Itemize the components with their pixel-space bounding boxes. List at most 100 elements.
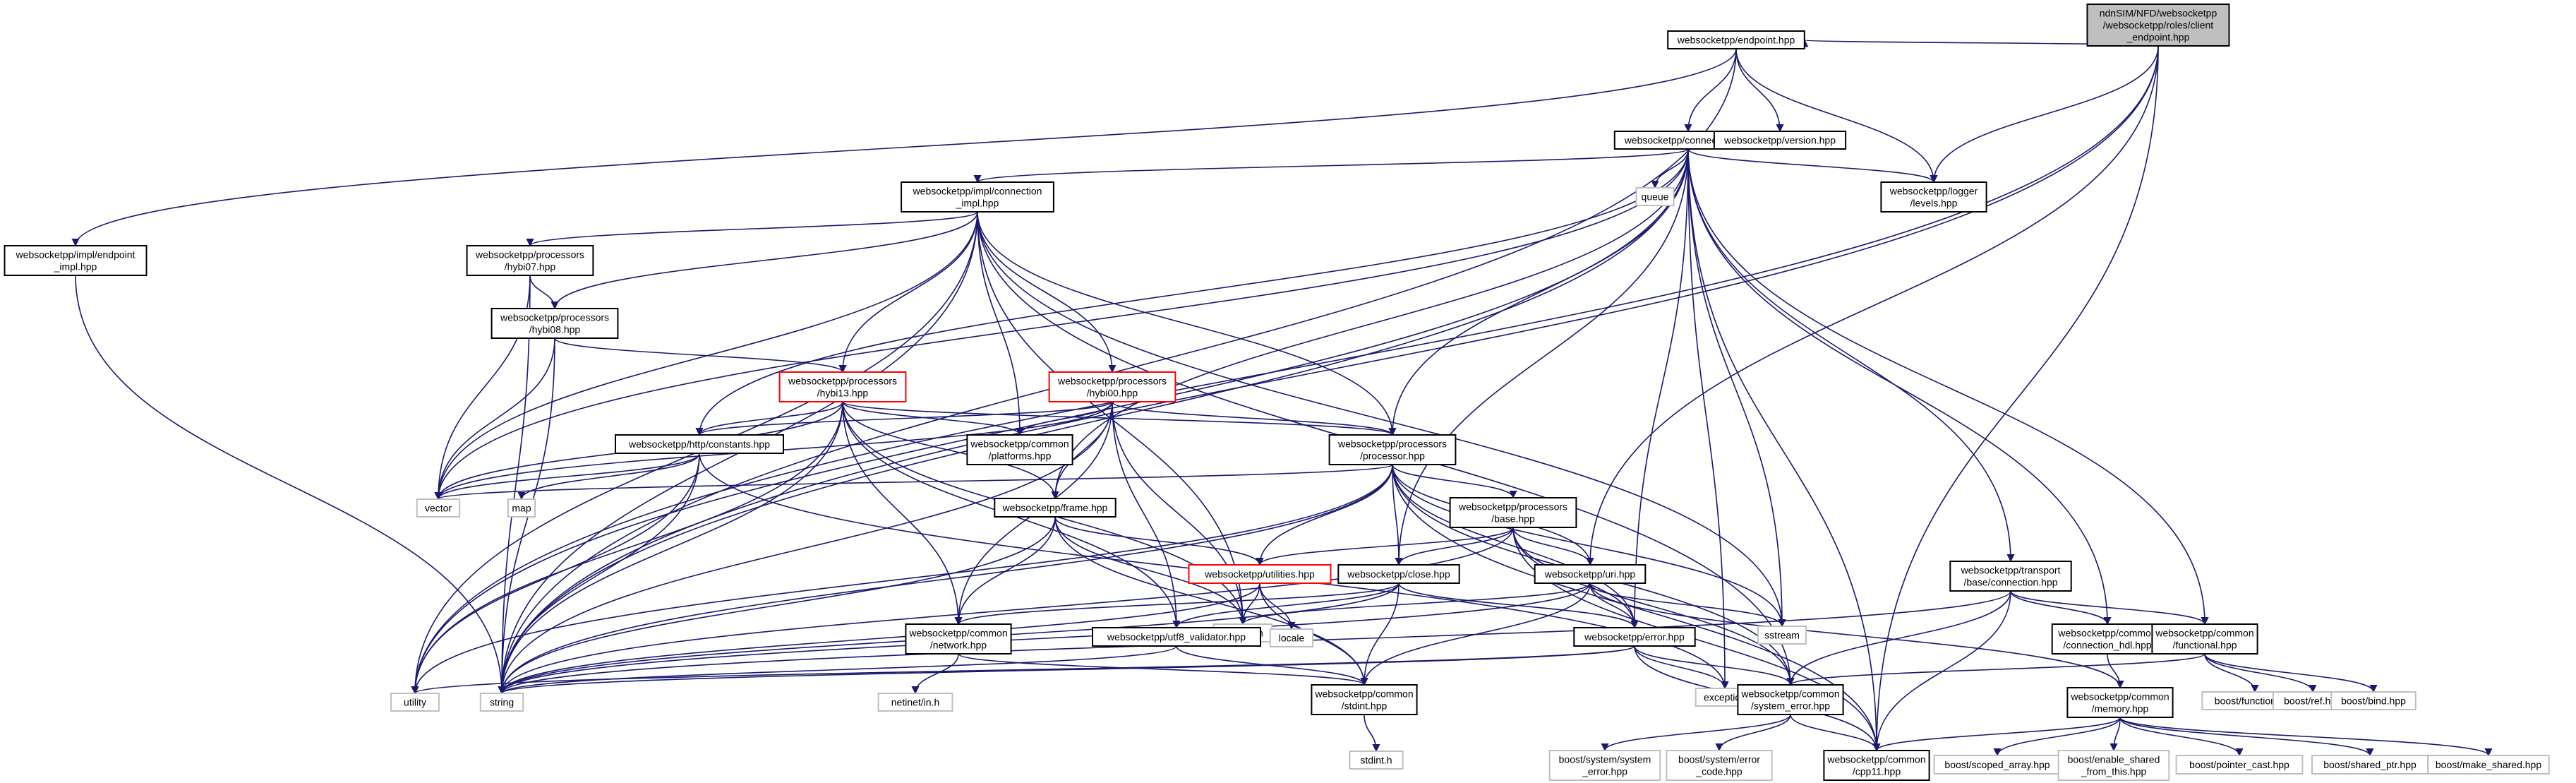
node-label: /processor.hpp <box>1360 450 1425 462</box>
graph-node-map: map <box>507 498 536 518</box>
edge-processor-to-utility <box>411 464 1393 695</box>
node-label: /platforms.hpp <box>989 450 1052 462</box>
edge-hybi07-to-string <box>498 275 531 695</box>
edge-root-to-utility <box>411 45 2159 695</box>
node-label: /hybi07.hpp <box>505 261 556 273</box>
node-layer: ndnSIM/NFD/websocketpp/websocketpp/roles… <box>4 4 2550 781</box>
graph-node-memory[interactable]: websocketpp/common/memory.hpp <box>2066 687 2174 718</box>
graph-node-base[interactable]: websocketpp/processors/base.hpp <box>1449 497 1577 528</box>
node-box <box>2057 750 2170 781</box>
node-label: stdint.h <box>1360 755 1392 766</box>
graph-node-hybi00[interactable]: websocketpp/processors/hybi00.hpp <box>1048 371 1176 402</box>
graph-node-stdint-h: stdint.h <box>1349 751 1404 770</box>
node-label: websocketpp/frame.hpp <box>1002 502 1108 513</box>
edge-error-to-exception <box>1634 645 1729 690</box>
edge-base-to-string <box>498 527 1514 695</box>
node-box <box>2175 755 2304 775</box>
node-label: websocketpp/impl/connection <box>913 186 1042 197</box>
node-box <box>1713 131 1847 150</box>
node-box <box>4 245 148 276</box>
node-label: boost/bind.hpp <box>2341 695 2406 707</box>
node-box <box>615 434 784 454</box>
edge-connection-to-exception <box>1687 148 1729 690</box>
graph-node-queue: queue <box>1635 187 1675 206</box>
node-label: exception <box>1704 692 1746 703</box>
edge-connection-to-close <box>1395 148 1689 566</box>
graph-node-utility: utility <box>390 693 440 712</box>
node-label: utility <box>404 697 426 708</box>
node-label: websocketpp/common <box>1314 688 1413 700</box>
node-box <box>994 498 1117 518</box>
edge-system_error-to-cpp11 <box>1790 714 1881 752</box>
node-label: /hybi13.hpp <box>817 388 869 399</box>
node-box <box>1449 497 1577 528</box>
node-box <box>1188 564 1332 584</box>
graph-node-uri[interactable]: websocketpp/uri.hpp <box>1534 564 1647 584</box>
graph-node-utf8[interactable]: websocketpp/utf8_validator.hpp <box>1092 627 1261 647</box>
node-label: websocketpp/transport <box>1961 565 2061 576</box>
graph-node-root[interactable]: ndnSIM/NFD/websocketpp/websocketpp/roles… <box>2086 4 2230 47</box>
graph-node-stdint[interactable]: websocketpp/common/stdint.hpp <box>1311 684 1418 715</box>
node-label: boost/enable_shared <box>2068 754 2160 765</box>
edge-hybi13-to-frame <box>842 401 1059 500</box>
edge-endpoint-to-connection <box>1684 48 1737 133</box>
graph-node-connection-impl[interactable]: websocketpp/impl/connection_impl.hpp <box>901 181 1054 213</box>
edge-frame-to-algorithm <box>1054 516 1247 626</box>
graph-node-levels[interactable]: websocketpp/logger/levels.hpp <box>1880 181 1987 213</box>
graph-node-cpp11[interactable]: websocketpp/common/cpp11.hpp <box>1823 750 1930 781</box>
node-label: ndnSIM/NFD/websocketpp <box>2100 8 2217 19</box>
edge-connection-to-error <box>1630 148 1689 629</box>
graph-node-network[interactable]: websocketpp/common/network.hpp <box>905 623 1012 655</box>
graph-node-utilities[interactable]: websocketpp/utilities.hpp <box>1188 564 1332 584</box>
node-box <box>1823 750 1930 781</box>
graph-node-conn-hdl[interactable]: websocketpp/common/connection_hdl.hpp <box>2051 623 2164 655</box>
graph-node-hybi08[interactable]: websocketpp/processors/hybi08.hpp <box>490 308 619 339</box>
graph-node-hybi13[interactable]: websocketpp/processors/hybi13.hpp <box>778 371 907 402</box>
edge-close-to-network <box>954 582 1400 626</box>
node-label: /hybi00.hpp <box>1087 388 1138 399</box>
graph-node-version[interactable]: websocketpp/version.hpp <box>1713 131 1847 150</box>
edge-close-to-stdint <box>1360 582 1400 686</box>
graph-node-endpoint-impl[interactable]: websocketpp/impl/endpoint_impl.hpp <box>4 245 148 276</box>
graph-node-frame[interactable]: websocketpp/frame.hpp <box>994 498 1117 518</box>
node-box <box>2086 4 2230 47</box>
graph-node-error[interactable]: websocketpp/error.hpp <box>1573 627 1696 647</box>
graph-node-b-esft: boost/enable_shared_from_this.hpp <box>2057 750 2170 781</box>
graph-node-functional[interactable]: websocketpp/common/functional.hpp <box>2151 623 2258 655</box>
graph-node-constants[interactable]: websocketpp/http/constants.hpp <box>615 434 784 454</box>
edge-functional-to-b_ref <box>2204 653 2317 693</box>
edge-connection-to-functional <box>1687 148 2209 626</box>
edge-network-to-netinet <box>911 653 959 695</box>
graph-node-hybi07[interactable]: websocketpp/processors/hybi07.hpp <box>466 245 594 276</box>
node-label: websocketpp/logger <box>1889 186 1978 197</box>
node-box <box>466 245 594 276</box>
node-box <box>966 434 1073 465</box>
node-label: boost/pointer_cast.hpp <box>2189 759 2289 770</box>
node-label: websocketpp/version.hpp <box>1723 135 1836 146</box>
node-box <box>507 498 536 518</box>
node-label: websocketpp/processors <box>1458 501 1567 513</box>
graph-node-system-error[interactable]: websocketpp/common/system_error.hpp <box>1737 684 1844 715</box>
edge-stdint-to-stdint_h <box>1364 714 1380 753</box>
graph-node-endpoint[interactable]: websocketpp/endpoint.hpp <box>1667 30 1805 49</box>
edge-memory-to-b_mkshared <box>2119 717 2493 757</box>
node-box <box>1092 627 1261 647</box>
edge-memory-to-b_esft <box>2109 717 2121 752</box>
node-label: queue <box>1642 191 1669 203</box>
graph-node-platforms[interactable]: websocketpp/common/platforms.hpp <box>966 434 1073 465</box>
edge-connection_impl-to-platforms <box>977 211 1024 436</box>
graph-node-processor[interactable]: websocketpp/processors/processor.hpp <box>1328 434 1457 465</box>
edge-processor-to-string <box>498 464 1393 695</box>
edge-memory-to-cpp11 <box>1872 717 2121 752</box>
graph-node-close[interactable]: websocketpp/close.hpp <box>1337 564 1460 584</box>
graph-node-transport-conn[interactable]: websocketpp/transport/base/connection.hp… <box>1949 561 2072 592</box>
node-box <box>2066 687 2174 718</box>
node-label: boost/make_shared.hpp <box>2436 759 2541 770</box>
node-label: /levels.hpp <box>1910 198 1958 209</box>
node-label: boost/system/error <box>1678 754 1760 765</box>
edge-hybi08-to-hybi13 <box>554 337 847 373</box>
graph-node-vector: vector <box>416 498 461 518</box>
node-box <box>390 693 440 712</box>
edge-hybi13-to-processor <box>842 401 1397 436</box>
